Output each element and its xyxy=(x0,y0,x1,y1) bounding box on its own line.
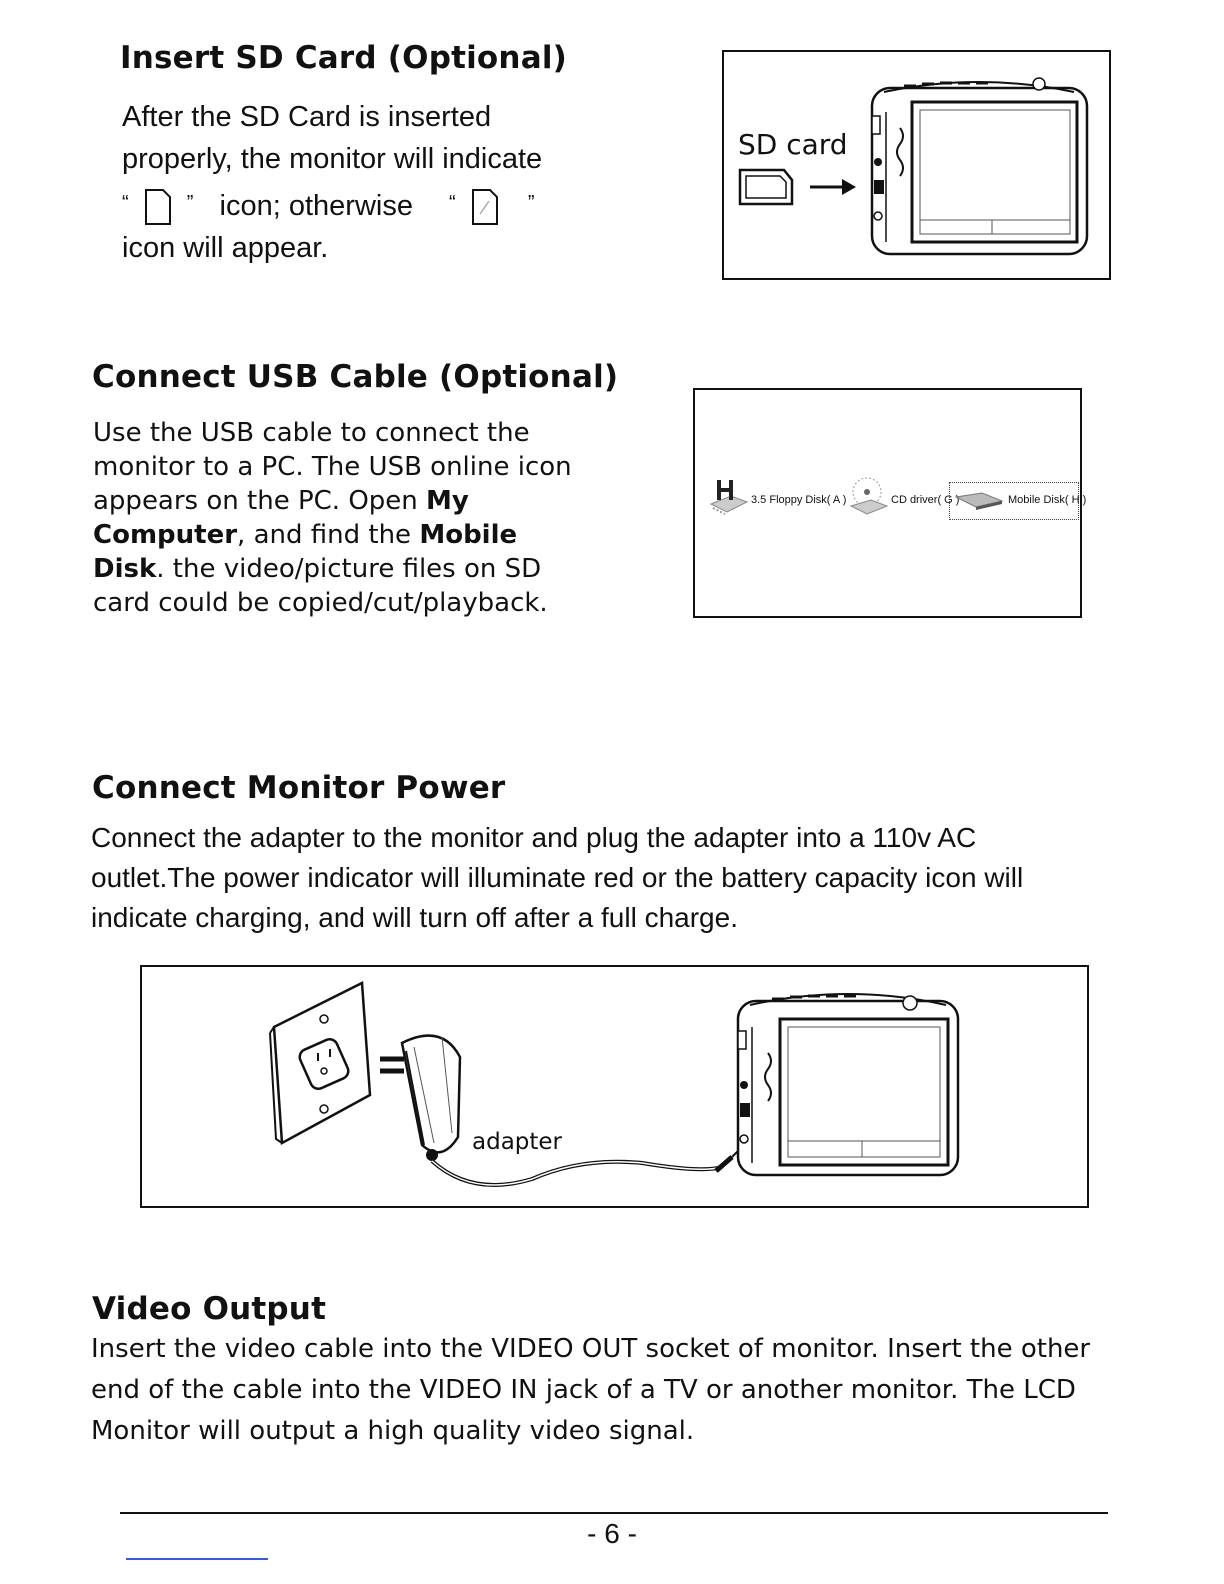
mobile-disk-item[interactable]: Mobile Disk( H ) xyxy=(949,482,1086,520)
sd-card-label: SD card xyxy=(738,128,848,161)
monitor-with-sd-illustration xyxy=(738,77,1089,256)
usb-text-a: Use the USB cable to connect the monitor… xyxy=(93,418,572,516)
connect-usb-text: Use the USB cable to connect the monitor… xyxy=(93,416,583,620)
outlet-adapter-monitor-illustration xyxy=(269,981,960,1187)
sd-card-figure: SD card xyxy=(722,50,1111,280)
drive-label-cd: CD driver( G ) xyxy=(891,494,960,506)
connect-power-text: Connect the adapter to the monitor and p… xyxy=(91,822,1024,933)
footer-rule xyxy=(120,1512,1108,1514)
close-quote: ” xyxy=(186,192,194,214)
insert-sd-text: After the SD Card is inserted properly, … xyxy=(122,96,682,269)
sd-card-icon xyxy=(144,189,171,225)
page-number: - 6 - xyxy=(587,1518,637,1549)
adapter-label: adapter xyxy=(472,1129,563,1155)
drive-label-mobile: Mobile Disk( H ) xyxy=(1008,494,1087,506)
usb-text-c: . the video/picture files on SD card cou… xyxy=(93,554,548,618)
floppy-drive-icon xyxy=(709,480,749,515)
my-computer-bold: My Computer xyxy=(93,486,469,550)
open-quote: “ xyxy=(122,192,129,214)
icon-otherwise-text: icon; otherwise xyxy=(219,190,413,222)
insert-sd-line-1: After the SD Card is inserted xyxy=(122,101,492,133)
mobile-disk-icon xyxy=(954,492,1004,510)
insert-sd-line-3: “ ” icon; otherwise “ ” xyxy=(122,182,682,227)
section-title-video-output: Video Output xyxy=(92,1291,327,1327)
close-quote-2: ” xyxy=(527,192,535,214)
section-title-insert-sd: Insert SD Card (Optional) xyxy=(120,40,568,76)
section-title-connect-power: Connect Monitor Power xyxy=(92,770,506,806)
open-quote-2: “ xyxy=(449,192,456,214)
my-computer-figure: 3.5 Floppy Disk( A ) CD driver( G ) Mobi… xyxy=(693,388,1086,618)
section-title-connect-usb: Connect USB Cable (Optional) xyxy=(92,359,619,395)
cd-drive-icon xyxy=(849,477,889,515)
mobile-disk-bold: Mobile Disk xyxy=(93,520,518,584)
power-adapter-figure: adapter xyxy=(140,965,1089,1208)
sd-card-missing-icon xyxy=(471,189,498,225)
usb-text-b: , and find the xyxy=(237,520,420,550)
insert-sd-line-4: icon will appear. xyxy=(122,232,329,264)
footer-link-underline xyxy=(126,1558,268,1560)
video-output-text: Insert the video cable into the VIDEO OU… xyxy=(91,1334,1091,1446)
insert-sd-line-2: properly, the monitor will indicate xyxy=(122,143,543,175)
drive-label-floppy: 3.5 Floppy Disk( A ) xyxy=(751,494,847,506)
